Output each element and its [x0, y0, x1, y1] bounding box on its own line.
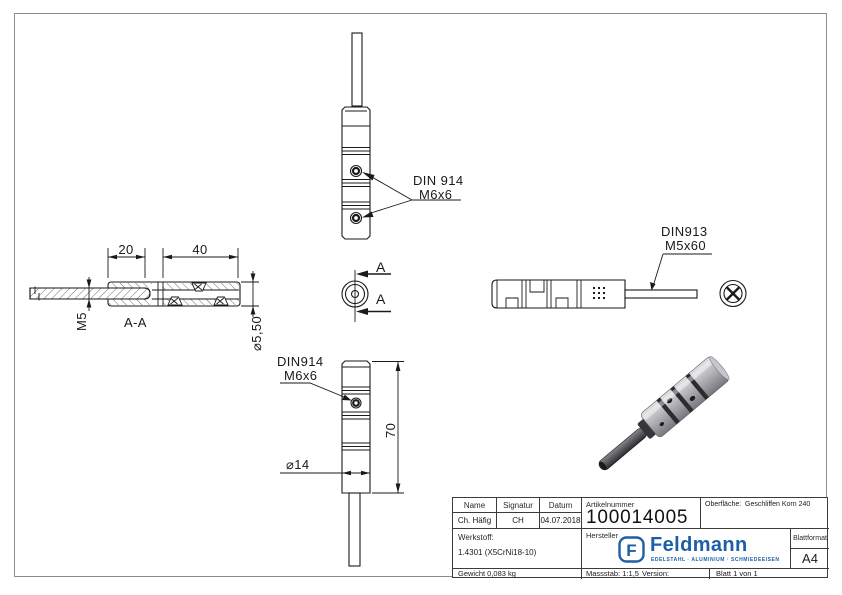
feldmann-logo-brand: Feldmann [650, 534, 748, 556]
oberflaeche-value: Geschliffen Korn 240 [745, 501, 811, 508]
dim-body-length: 40 [192, 242, 208, 257]
annotation-din913-line2: M5x60 [665, 238, 707, 253]
massstab-text: Massstab: 1:1,5 [586, 569, 639, 578]
annotation-din913-line1: DIN913 [661, 224, 708, 239]
annotation-din914-top-line2: M6x6 [419, 187, 453, 202]
datum-label: Datum [548, 500, 573, 510]
dim-thread-size: M5 [74, 312, 89, 331]
iso-3d-view [598, 356, 730, 471]
werkstoff-value: 1.4301 (X5CrNi18-10) [458, 548, 537, 557]
top-view-linework [341, 32, 461, 240]
datum-value: 04.07.2018 [540, 516, 581, 525]
blatt-text: Blatt 1 von 1 [716, 569, 758, 578]
blattformat-value: A4 [802, 551, 818, 566]
cut-arrow-label-top: A [376, 259, 386, 275]
name-label: Name [463, 500, 486, 510]
side-view-linework [491, 253, 747, 309]
version-label: Version: [642, 569, 670, 578]
feldmann-logo-tagline: EDELSTAHL · ALUMINIUM · SCHMIEDEEISEN [651, 557, 780, 563]
annotation-din914-front-line1: DIN914 [277, 354, 324, 369]
front-view-linework [280, 360, 404, 567]
dim-total-length: 70 [383, 422, 398, 438]
blattformat-label: Blattformat [793, 535, 827, 542]
artikelnummer-value: 100014005 [586, 507, 689, 528]
gewicht-text: Gewicht 0,083 kg [458, 569, 516, 578]
werkstoff-label: Werkstoff: [458, 533, 494, 542]
title-block: Name Signatur Datum Ch. Häfig CH 04.07.2… [452, 497, 829, 579]
dim-bore-diameter: ⌀5,50 [249, 315, 264, 351]
signatur-value: CH [512, 516, 524, 525]
name-value: Ch. Häfig [457, 516, 492, 525]
dim-thread-length: 20 [118, 242, 134, 257]
cut-view-linework [341, 270, 391, 322]
feldmann-logo-mark: F [618, 536, 645, 563]
annotation-din914-front-line2: M6x6 [284, 368, 318, 383]
svg-text:F: F [626, 541, 636, 560]
cut-arrow-label-bottom: A [376, 291, 386, 307]
drawing-frame [14, 13, 827, 577]
oberflaeche-label: Oberfläche: [705, 501, 742, 508]
section-view-linework [29, 248, 259, 317]
artikelnummer-label: Artikelnummer [586, 500, 635, 509]
signatur-label: Signatur [503, 500, 533, 510]
dim-outer-diameter: ⌀14 [286, 457, 310, 472]
hersteller-label: Hersteller [586, 531, 619, 540]
annotation-din914-top-line1: DIN 914 [413, 173, 464, 188]
section-label: A-A [124, 315, 147, 330]
